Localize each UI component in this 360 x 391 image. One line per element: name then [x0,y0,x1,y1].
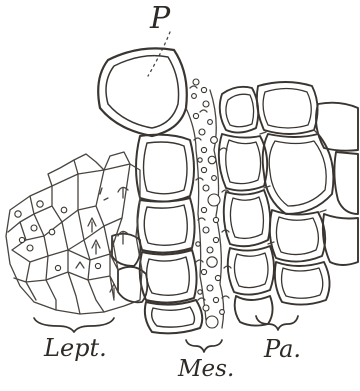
p-leader-line [148,32,170,76]
large-cell-p [98,48,187,136]
pa-bracket [256,316,298,330]
mes-bracket [186,340,222,352]
lept-bracket [34,318,114,332]
label-mesophyll: Mes. [178,358,234,381]
label-leptome: Lept. [44,336,107,360]
parenchyma-cells [219,82,358,326]
label-p: P [150,4,170,34]
leptome-marks [76,187,128,298]
label-parenchyma: Pa. [264,337,301,361]
